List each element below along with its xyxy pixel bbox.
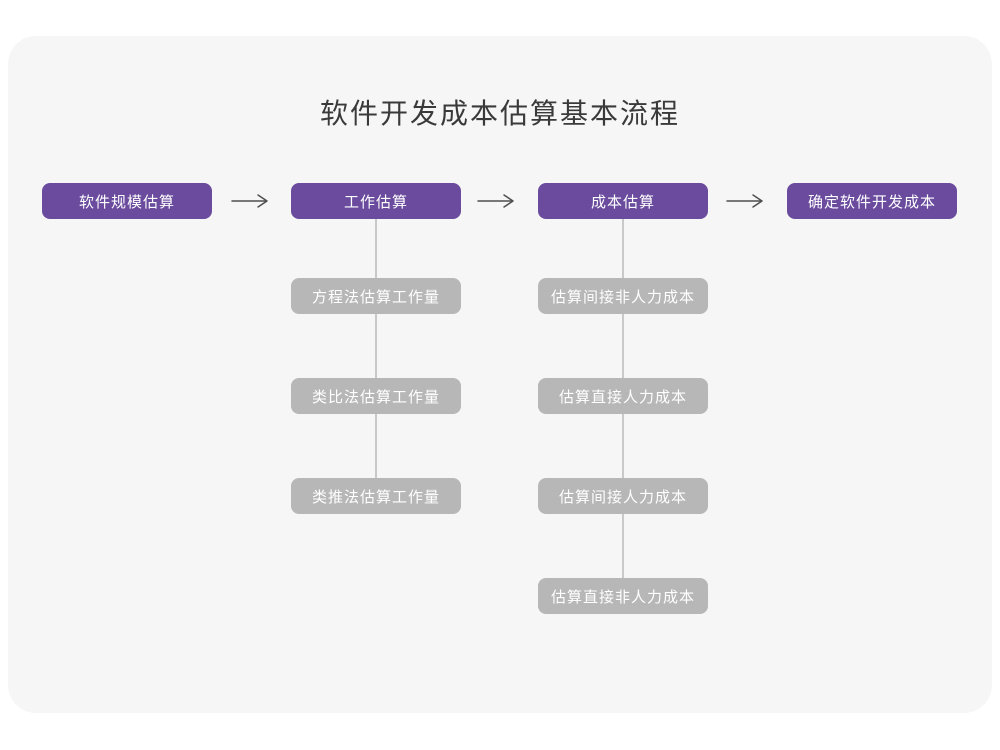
- arrow-right-icon: [230, 193, 274, 209]
- substep-label: 类推法估算工作量: [311, 488, 440, 506]
- substep-label: 估算直接非人力成本: [550, 588, 695, 606]
- diagram-title: 软件开发成本估算基本流程: [319, 98, 680, 129]
- substep-box-equation-method: 方程法估算工作量: [291, 278, 461, 314]
- substep-box-indirect-labor-cost: 估算间接人力成本: [538, 478, 708, 514]
- arrow-right-icon: [725, 193, 769, 209]
- diagram-canvas: 软件开发成本估算基本流程 软件规模估算 工作估算 成本估算 确定软件开发成本 方…: [8, 36, 992, 713]
- substep-label: 类比法估算工作量: [311, 388, 440, 406]
- stage-label: 工作估算: [343, 193, 408, 211]
- stage-box-software-scale-estimation: 软件规模估算: [42, 183, 212, 219]
- substep-box-direct-labor-cost: 估算直接人力成本: [538, 378, 708, 414]
- substep-label: 估算间接人力成本: [558, 488, 687, 506]
- stage-label: 成本估算: [590, 193, 655, 211]
- stage-label: 软件规模估算: [78, 193, 175, 211]
- stage-box-cost-estimation: 成本估算: [538, 183, 708, 219]
- arrow-right-icon: [476, 193, 520, 209]
- substep-label: 方程法估算工作量: [311, 288, 440, 306]
- substep-label: 估算间接非人力成本: [550, 288, 695, 306]
- substep-box-analogy-method: 类比法估算工作量: [291, 378, 461, 414]
- stage-label: 确定软件开发成本: [807, 193, 936, 211]
- substep-label: 估算直接人力成本: [558, 388, 687, 406]
- substep-box-direct-nonlabor-cost: 估算直接非人力成本: [538, 578, 708, 614]
- stage-box-determine-dev-cost: 确定软件开发成本: [787, 183, 957, 219]
- substep-box-indirect-nonlabor-cost: 估算间接非人力成本: [538, 278, 708, 314]
- connector-line-work-estimation: [375, 219, 377, 496]
- substep-box-extrapolation-method: 类推法估算工作量: [291, 478, 461, 514]
- stage-box-work-estimation: 工作估算: [291, 183, 461, 219]
